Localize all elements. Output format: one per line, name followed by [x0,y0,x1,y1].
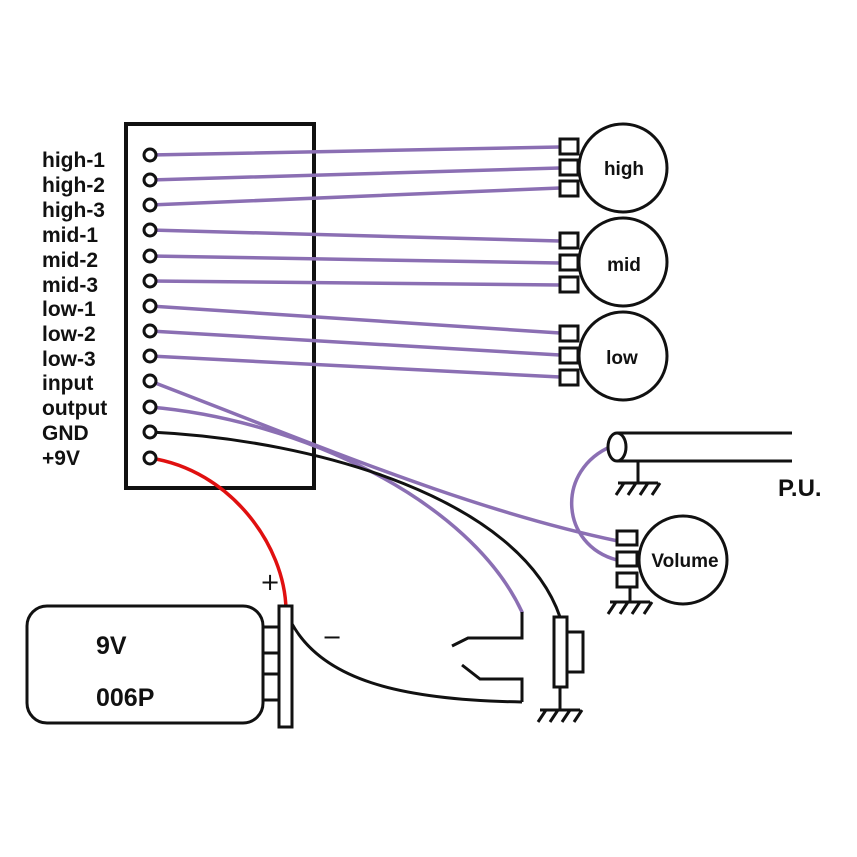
pad-low-2 [142,323,158,339]
wire-low-3 [148,354,562,379]
pickup-label: P.U. [778,475,822,502]
pot-mid-label: mid [607,255,641,276]
wire-mid-1 [148,228,562,243]
battery-plus-sign: + [260,568,280,596]
pot-mid-body [577,216,669,308]
wire-pickup [570,444,619,562]
jack-body [565,630,585,674]
wire-low-1 [148,304,562,335]
pot-low-lug-2 [558,346,580,365]
pad-output [142,399,158,415]
pad-high-1 [142,147,158,163]
battery-voltage: 9V [96,632,127,660]
pot-mid-lug-3 [558,275,580,294]
pot-high-lug-3 [558,179,580,198]
pin-label-mid-1: mid-1 [42,224,98,247]
pickup-cable: P.U. [606,431,822,502]
wire-high-3 [148,186,562,207]
pin-label-high-3: high-3 [42,199,105,222]
pot-mid: mid [558,216,669,308]
pin-label-low-1: low-1 [42,298,96,321]
pad-mid-3 [142,273,158,289]
wire-low-2 [148,329,562,357]
pot-low: low [558,310,669,402]
pot-low-body [577,310,669,402]
wire-input [148,379,620,543]
pickup-cable-end [606,431,628,463]
volume-lug-2 [615,550,639,568]
pot-high-label: high [604,159,644,180]
pot-high: high [558,122,669,214]
volume-body [637,514,729,606]
pot-low-label: low [606,348,638,369]
pot-mid-lug-1 [558,231,580,250]
volume-label: Volume [651,551,718,572]
battery-terminal-upper [261,625,281,655]
pin-label-low-3: low-3 [42,348,96,371]
wire-high-1 [148,145,562,157]
pin-label-gnd: GND [42,422,89,445]
battery: 9V 006P + − [25,568,342,729]
pin-label-9v: +9V [42,447,80,470]
pin-label-mid-2: mid-2 [42,249,98,272]
pot-high-lug-1 [558,137,580,156]
pot-low-lug-3 [558,368,580,387]
pad-9v [142,450,158,466]
output-jack [451,612,585,723]
battery-snap [277,604,294,729]
ground-icon [536,708,584,723]
pad-low-3 [142,348,158,364]
ground-icon [606,600,654,615]
wire-battery-minus [288,619,523,704]
wire-mid-2 [148,254,562,265]
pot-mid-lug-2 [558,253,580,272]
pad-mid-1 [142,222,158,238]
volume-lug-1 [615,529,639,547]
pot-high-body [577,122,669,214]
wires-signal [148,145,620,614]
jack-sleeve [552,615,569,689]
wire-high-2 [148,166,562,182]
battery-body [25,604,265,725]
battery-minus-sign: − [322,623,342,651]
pot-low-lug-1 [558,324,580,343]
pad-high-3 [142,197,158,213]
pin-label-high-1: high-1 [42,149,105,172]
wire-9v [149,456,288,611]
jack-tip-contact [451,612,524,648]
pot-volume: Volume [606,514,729,615]
wire-gnd [149,430,562,618]
battery-model: 006P [96,684,154,712]
board-pads [142,147,158,466]
pin-label-high-2: high-2 [42,174,105,197]
pad-gnd [142,424,158,440]
pad-mid-2 [142,248,158,264]
pad-low-1 [142,298,158,314]
pot-high-lug-2 [558,158,580,177]
volume-lug-3 [615,571,639,589]
pin-label-output: output [42,397,107,420]
ground-icon [614,481,662,496]
battery-terminal-lower [261,672,281,702]
pin-label-mid-3: mid-3 [42,274,98,297]
pad-high-2 [142,172,158,188]
pin-labels: high-1 high-2 high-3 mid-1 mid-2 mid-3 l… [42,149,107,470]
pin-label-input: input [42,372,93,395]
wire-mid-3 [148,279,562,287]
jack-ring-contact [461,663,524,702]
pad-input [142,373,158,389]
pin-label-low-2: low-2 [42,323,96,346]
